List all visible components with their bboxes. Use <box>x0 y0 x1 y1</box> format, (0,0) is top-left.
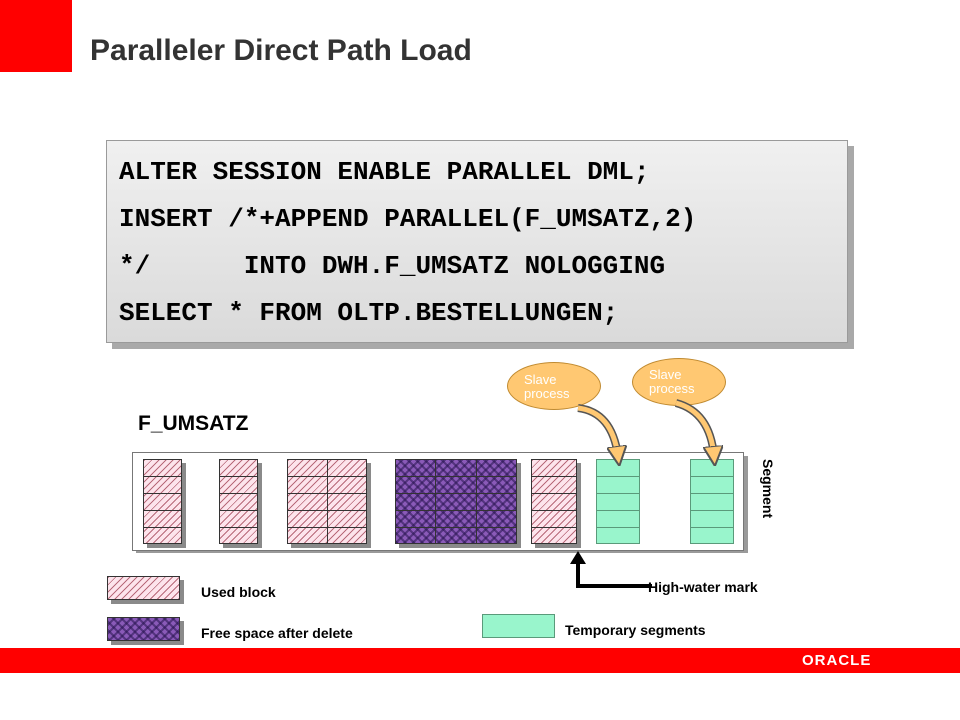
temporary-segment <box>690 459 734 544</box>
sql-code-box: ALTER SESSION ENABLE PARALLEL DML; INSER… <box>106 140 848 343</box>
code-line: ALTER SESSION ENABLE PARALLEL DML; <box>119 157 650 187</box>
slave-process-label: Slave <box>649 367 682 382</box>
used-block-column <box>143 459 186 548</box>
used-block-column <box>287 459 371 548</box>
legend-free-label: Free space after delete <box>201 625 353 641</box>
slave-process-label: process <box>524 386 570 401</box>
high-water-mark-label: High-water mark <box>648 579 758 595</box>
brand-red-block <box>0 0 72 72</box>
legend-free-swatch <box>107 617 184 645</box>
code-line: */ INTO DWH.F_UMSATZ NOLOGGING <box>119 251 666 281</box>
code-line: SELECT * FROM OLTP.BESTELLUNGEN; <box>119 298 619 328</box>
slide-title: Paralleler Direct Path Load <box>90 34 472 67</box>
used-block-column <box>531 459 581 548</box>
temporary-segment <box>596 459 640 544</box>
code-line: INSERT /*+APPEND PARALLEL(F_UMSATZ,2) <box>119 204 697 234</box>
slave-process-label: Slave <box>524 372 557 387</box>
slave-arrow <box>577 405 618 456</box>
high-water-mark-arrow <box>576 562 652 588</box>
slave-process-label: process <box>649 381 695 396</box>
slave-process-bubble: Slave process <box>507 362 601 410</box>
legend-temp-swatch <box>482 614 555 638</box>
legend-used-label: Used block <box>201 584 276 600</box>
legend-temp-label: Temporary segments <box>565 622 706 638</box>
used-block-column <box>219 459 262 548</box>
free-space-block <box>395 459 521 548</box>
table-name-label: F_UMSATZ <box>138 412 249 435</box>
footer-bar <box>0 648 960 673</box>
slave-process-bubble: Slave process <box>632 358 726 406</box>
slave-arrow <box>675 400 714 456</box>
segment-label: Segment <box>760 459 776 519</box>
high-water-mark-arrowhead <box>570 551 586 564</box>
oracle-logo: ORACLE <box>802 652 872 669</box>
legend-used-swatch <box>107 576 184 604</box>
